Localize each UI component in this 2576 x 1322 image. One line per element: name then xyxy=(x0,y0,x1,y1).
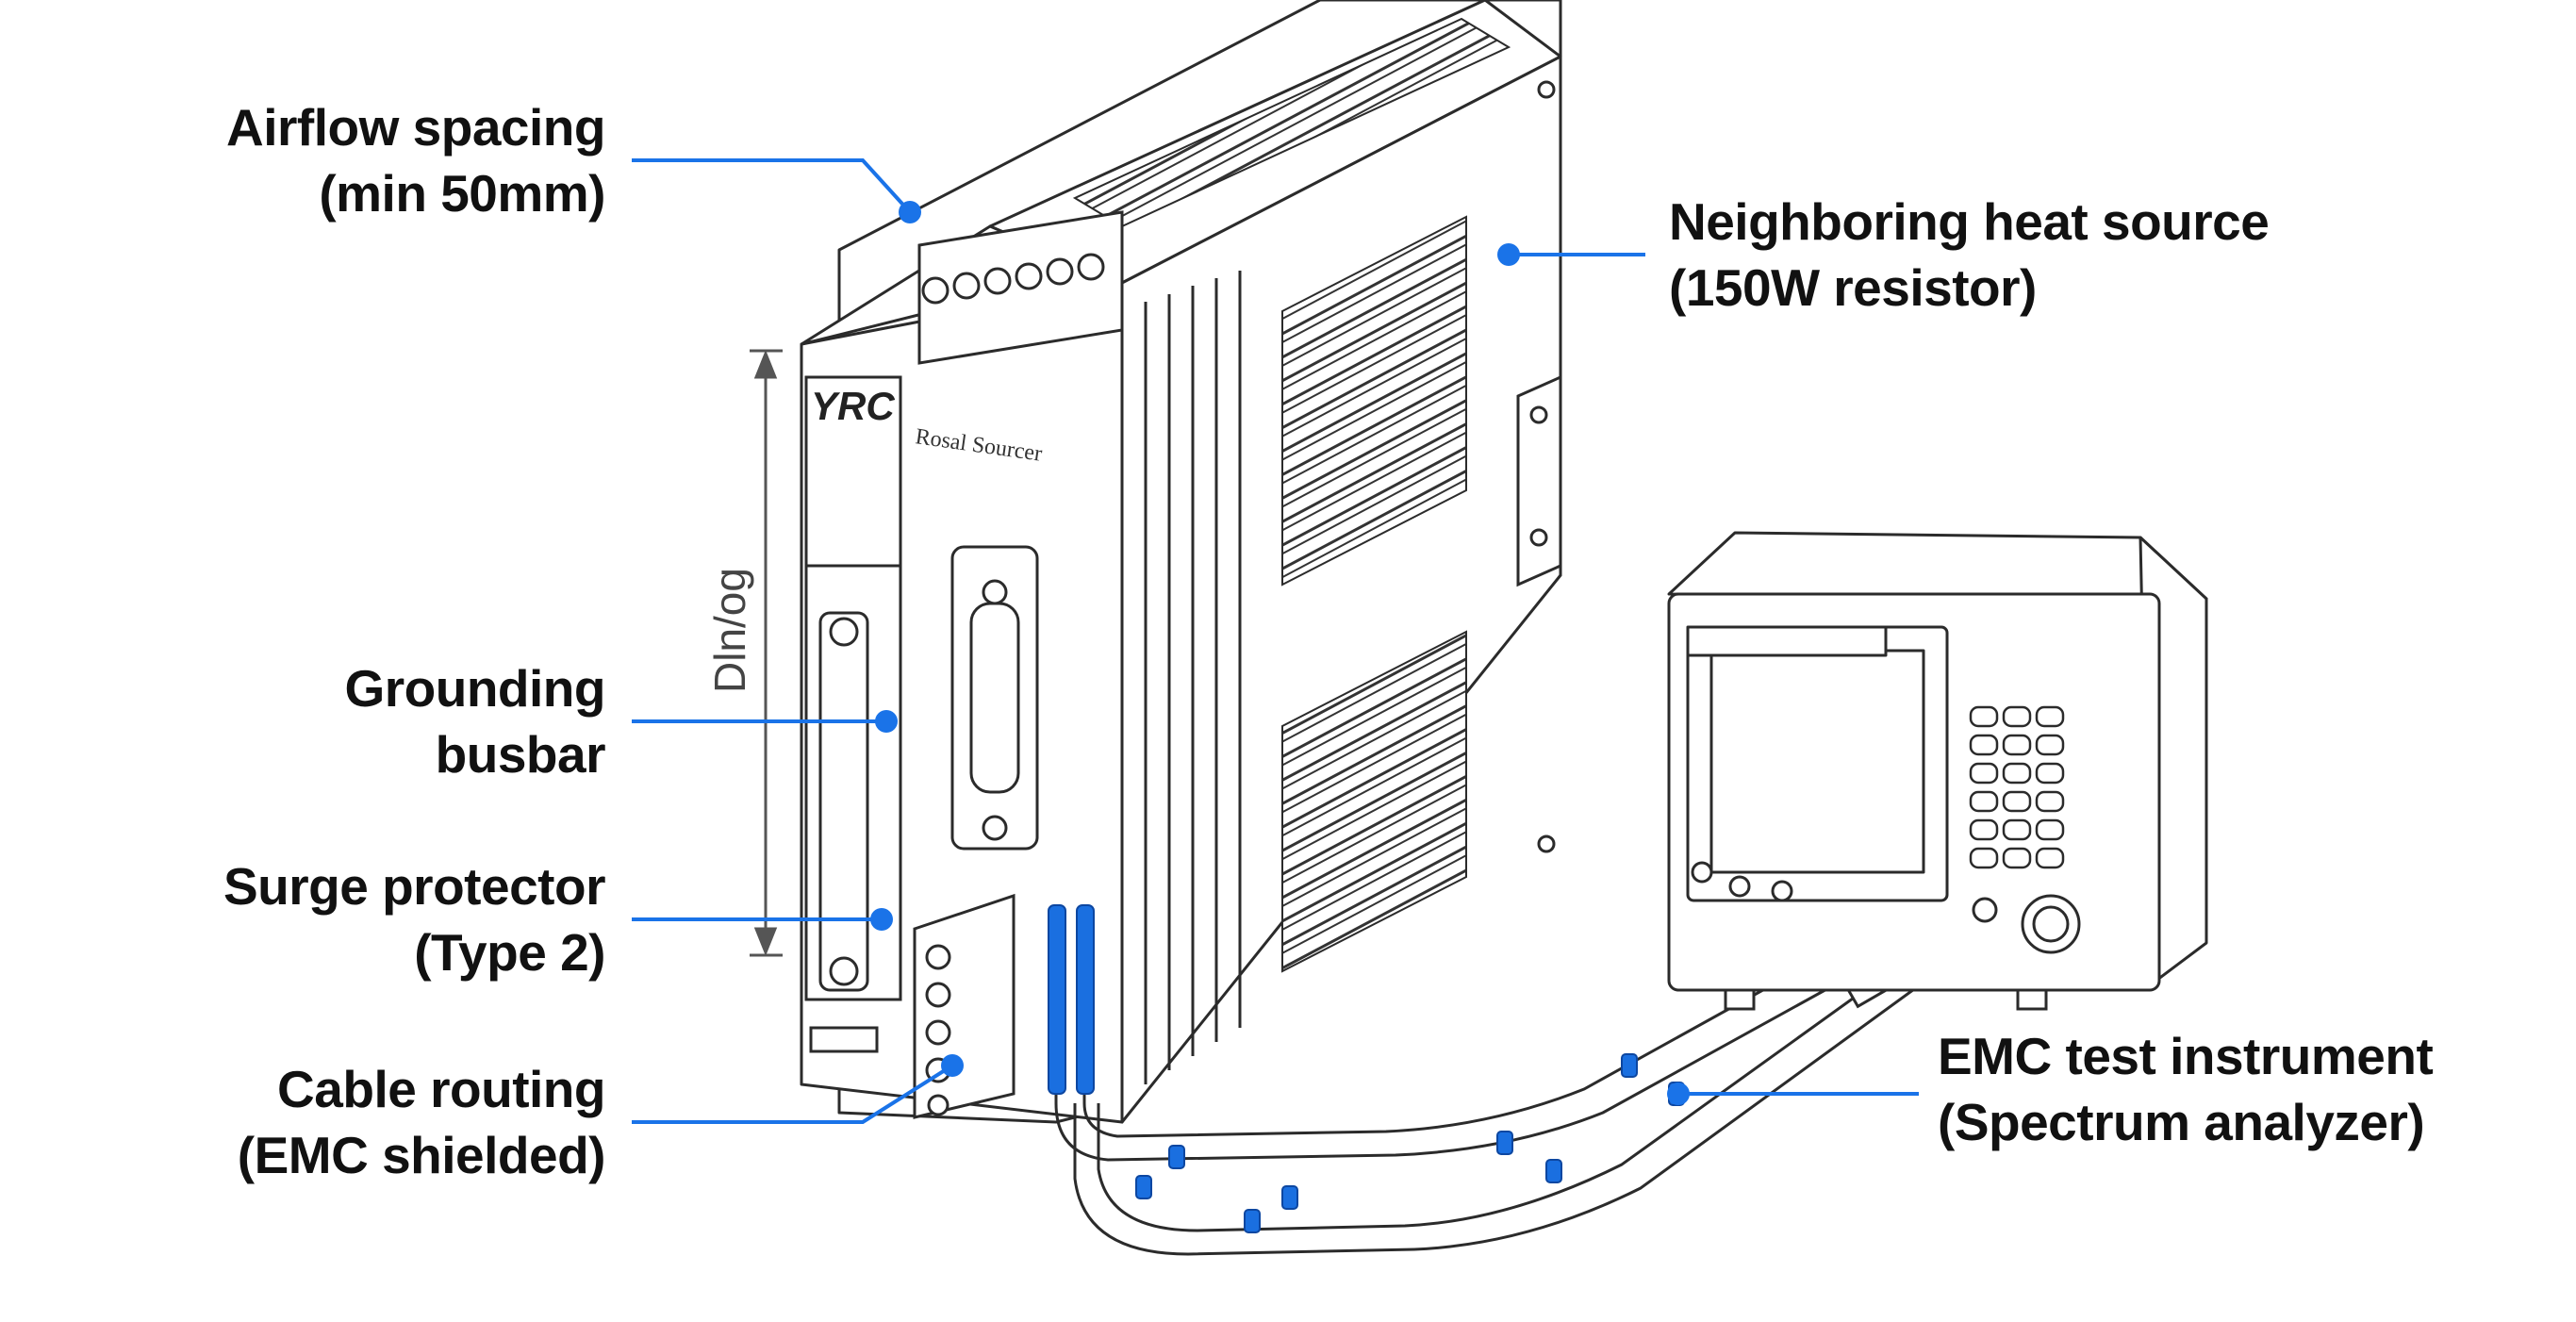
analyzer-feet xyxy=(1724,988,2048,1011)
label-emc-line2: (Spectrum analyzer) xyxy=(1938,1093,2425,1151)
label-emc-instrument: EMC test instrument (Spectrum analyzer) xyxy=(1938,1023,2434,1155)
shielded-cable-icon xyxy=(1054,934,1953,1256)
terminal-screw-icon xyxy=(1015,262,1043,290)
label-cable-line2: (EMC shielded) xyxy=(237,1126,606,1184)
label-surge-protector: Surge protector (Type 2) xyxy=(223,853,606,985)
spectrum-analyzer-icon xyxy=(1667,531,2208,992)
label-cable-line1: Cable routing xyxy=(277,1060,605,1118)
label-airflow-line1: Airflow spacing xyxy=(226,98,606,157)
label-heat-line2: (150W resistor) xyxy=(1669,258,2037,317)
keypad-icon xyxy=(1969,705,2065,869)
cable-bands xyxy=(1048,904,1685,1233)
leader-dots xyxy=(870,201,1690,1105)
label-grounding-line2: busbar xyxy=(435,725,606,784)
terminal-screw-icon xyxy=(1046,257,1074,286)
side-vent-grille-lower xyxy=(1281,630,1467,973)
side-mount-bracket xyxy=(1516,80,1562,853)
label-surge-line1: Surge protector xyxy=(223,857,606,916)
label-emc-line1: EMC test instrument xyxy=(1938,1027,2434,1085)
leader-lines xyxy=(632,158,1919,1124)
label-grounding-line1: Grounding xyxy=(344,659,605,718)
surge-terminal-block xyxy=(913,893,1016,1119)
label-grounding-busbar: Grounding busbar xyxy=(344,655,605,787)
leader-airflow xyxy=(632,158,912,214)
height-dimension xyxy=(750,349,783,957)
label-airflow-line2: (min 50mm) xyxy=(319,164,605,223)
analyzer-screen xyxy=(1709,649,1925,874)
terminal-screw-icon xyxy=(921,276,949,305)
device-logo: YRC xyxy=(811,384,895,428)
left-sub-connector xyxy=(818,611,869,992)
label-surge-line2: (Type 2) xyxy=(414,923,605,982)
leader-cable xyxy=(632,1064,954,1124)
label-heat-source: Neighboring heat source (150W resistor) xyxy=(1669,189,2270,321)
terminal-screw-icon xyxy=(1077,253,1105,281)
front-panel xyxy=(804,375,1039,1053)
label-cable-routing: Cable routing (EMC shielded) xyxy=(237,1056,606,1188)
terminal-screw-icon xyxy=(952,272,981,300)
side-vent-grille-upper xyxy=(1281,215,1467,587)
side-ribs xyxy=(1144,271,1242,1084)
terminal-screw-icon xyxy=(983,267,1012,295)
dimension-label: Dln/og xyxy=(705,568,754,693)
label-heat-line1: Neighboring heat source xyxy=(1669,192,2270,251)
top-terminal-block xyxy=(917,210,1124,365)
label-airflow-spacing: Airflow spacing (min 50mm) xyxy=(226,94,606,226)
